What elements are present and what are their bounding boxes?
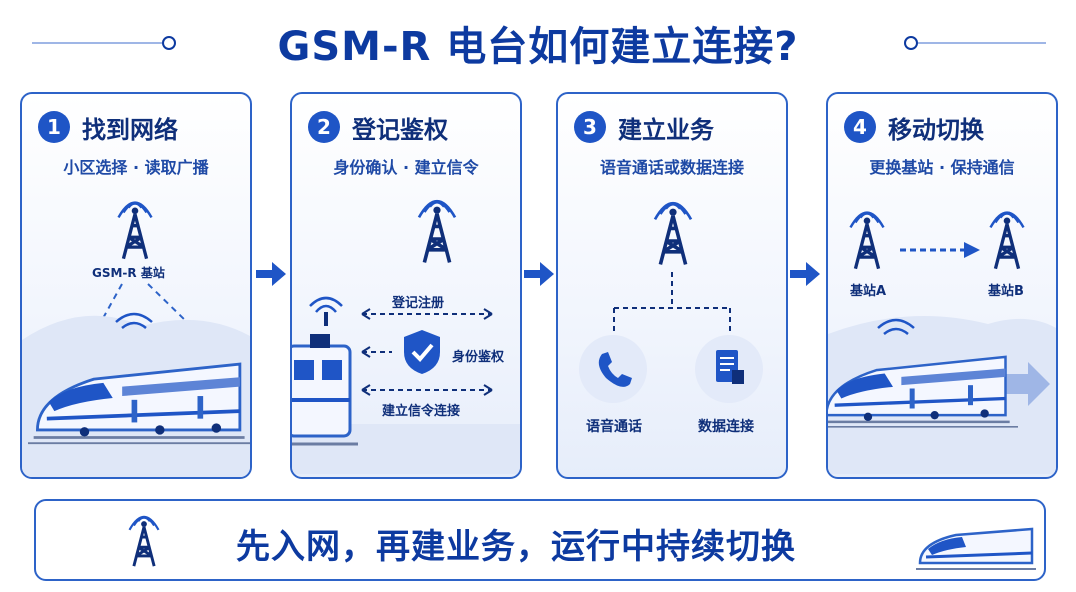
step-2-title: 登记鉴权 [352, 115, 448, 144]
tower-label: GSM-R 基站 [92, 266, 165, 280]
step-2-subtitle: 身份确认 · 建立信令 [333, 158, 479, 177]
voice-label: 语音通话 [586, 419, 642, 435]
step-3-panel: 3 建立业务 语音通话或数据连接 语音通话 数据连接 [556, 92, 788, 479]
step-3-title: 建立业务 [618, 115, 714, 144]
step-1-title: 找到网络 [82, 115, 178, 144]
right-deco-dot [904, 36, 918, 50]
tower-icon [122, 511, 166, 569]
shield-check-icon [404, 330, 440, 374]
data-document-icon [695, 335, 763, 403]
handover-arrow-icon [900, 242, 980, 258]
right-deco-line [918, 42, 1046, 44]
step-1-header: 1 找到网络 [38, 110, 178, 144]
train-icon [826, 336, 1018, 436]
tower-icon [410, 194, 464, 266]
step-4-subtitle: 更换基站 · 保持通信 [869, 158, 1015, 177]
flow-arrow-icon [790, 262, 820, 286]
left-deco-line [32, 42, 162, 44]
tower-icon [110, 196, 160, 262]
register-label: 登记注册 [392, 296, 445, 311]
step-4-header: 4 移动切换 [844, 110, 984, 144]
train-icon [28, 338, 252, 456]
flow-arrow-icon [524, 262, 554, 286]
step-3-subtitle: 语音通话或数据连接 [599, 158, 744, 177]
step-1-subtitle: 小区选择 · 读取广播 [63, 158, 209, 177]
step-3-header: 3 建立业务 [574, 110, 714, 144]
step-4-title: 移动切换 [888, 115, 984, 144]
auth-label: 身份鉴权 [452, 350, 505, 365]
flow-arrow-icon [256, 262, 286, 286]
base-station-b-icon [982, 206, 1032, 272]
step-4-panel: 4 移动切换 更换基站 · 保持通信 基站A 基站B [826, 92, 1058, 479]
antenna-signal-icon [309, 296, 343, 326]
base-station-a-icon [842, 206, 892, 272]
step-2-panel: 2 登记鉴权 身份确认 · 建立信令 登记注册 身份鉴权 建立信令连接 [290, 92, 522, 479]
phone-icon [579, 335, 647, 403]
train-front-icon [292, 334, 358, 446]
step-3-number: 3 [574, 111, 606, 143]
header: GSM-R 电台如何建立连接? [0, 0, 1076, 78]
summary-banner: 先入网，再建业务，运行中持续切换 [34, 499, 1046, 581]
signal-label: 建立信令连接 [382, 404, 461, 419]
message-arrows [292, 308, 520, 474]
summary-text: 先入网，再建业务，运行中持续切换 [236, 527, 796, 567]
branch-lines [613, 272, 731, 332]
step-4-number: 4 [844, 111, 876, 143]
train-icon [916, 527, 1036, 570]
step-1-number: 1 [38, 111, 70, 143]
page-title: GSM-R 电台如何建立连接? [277, 24, 799, 70]
bs-a-label: 基站A [850, 284, 887, 299]
tower-icon [646, 196, 700, 268]
left-deco-dot [162, 36, 176, 50]
step-1-panel: 1 找到网络 小区选择 · 读取广播 GSM-R 基站 [20, 92, 252, 479]
step-2-header: 2 登记鉴权 [308, 110, 448, 144]
step-2-number: 2 [308, 111, 340, 143]
data-label: 数据连接 [698, 419, 754, 435]
bs-b-label: 基站B [988, 284, 1024, 299]
